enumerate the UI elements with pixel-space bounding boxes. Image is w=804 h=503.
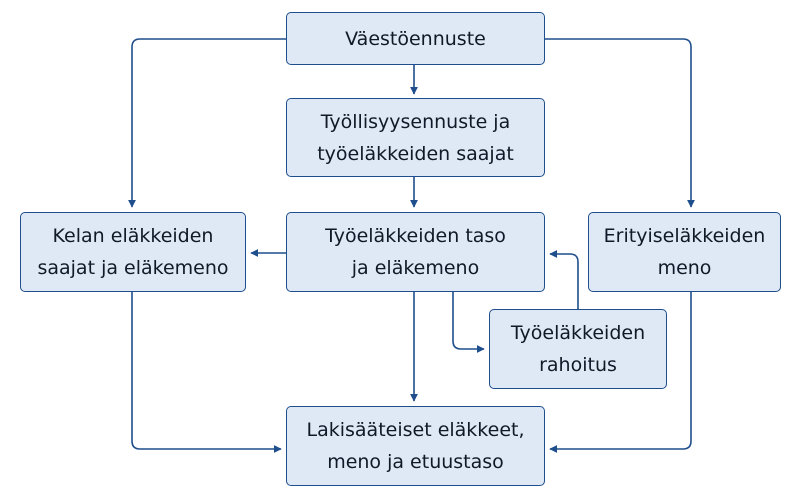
node-tyoelakkeiden-taso: Työeläkkeiden taso ja eläkemeno [286, 212, 545, 292]
node-label-line-1: Erityiseläkkeiden [603, 225, 766, 247]
arrow-vaesto-to-erityis [545, 38, 695, 208]
node-erityiselakkeiden-meno: Erityiseläkkeiden meno [588, 212, 781, 292]
arrow-erityis-to-lakisaateiset [549, 292, 692, 453]
node-label-line-2: ja eläkemeno [351, 257, 480, 279]
node-label-line-2: meno [657, 257, 712, 279]
node-label-line-1: Kelan eläkkeiden [52, 225, 214, 247]
node-label-line-2: rahoitus [539, 354, 617, 376]
node-label-line-2: työeläkkeiden saajat [317, 142, 514, 165]
node-lakisaateiset-elakkeet: Lakisääteiset eläkkeet, meno ja etuustas… [286, 406, 545, 486]
arrow-vaesto-to-kela [128, 38, 286, 208]
node-label: Väestöennuste [345, 27, 486, 50]
node-label-line-1: Työllisyysennuste ja [320, 110, 511, 133]
node-label-line-1: Työeläkkeiden taso [325, 225, 506, 247]
node-label-line-1: Työeläkkeiden [510, 322, 646, 344]
arrow-kela-to-lakisaateiset [131, 292, 282, 453]
node-tyollisyysennuste: Työllisyysennuste ja työeläkkeiden saaja… [286, 98, 545, 177]
node-tyoelakkeiden-rahoitus: Työeläkkeiden rahoitus [489, 309, 667, 389]
node-label-line-2: meno ja etuustaso [327, 451, 504, 473]
node-kela-elakkeet: Kelan eläkkeiden saajat ja eläkemeno [20, 212, 246, 292]
node-label-line-2: saajat ja eläkemeno [37, 257, 229, 279]
node-label-line-1: Lakisääteiset eläkkeet, [306, 419, 525, 441]
arrow-rahoitus-to-taso [549, 250, 579, 309]
arrow-taso-to-rahoitus [452, 292, 485, 353]
node-vaestoennuste: Väestöennuste [286, 12, 545, 65]
